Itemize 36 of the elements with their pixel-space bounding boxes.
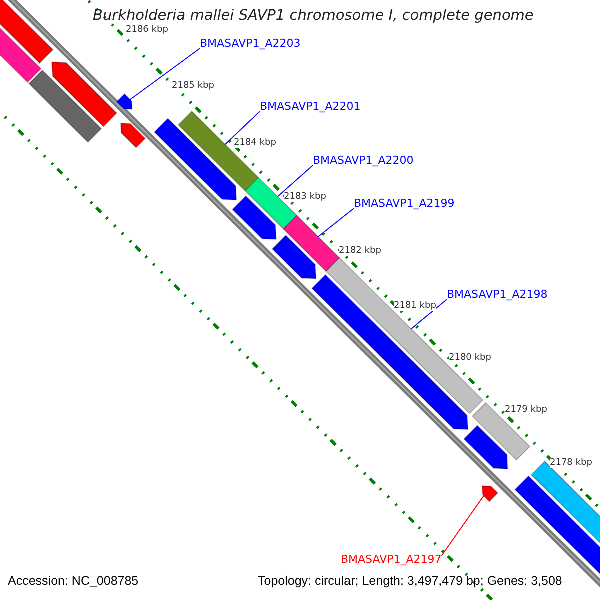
- scale-label: 2179 kbp: [505, 405, 548, 416]
- gene-feature: [116, 93, 133, 110]
- info-text: Accession: NC_008785: [8, 574, 139, 588]
- leader-line: [318, 208, 354, 238]
- scale-label: 2185 kbp: [172, 81, 214, 92]
- gene-feature: [28, 70, 102, 144]
- gene-label: BMASAVP1_A2198: [447, 289, 548, 302]
- leader-line: [441, 496, 484, 556]
- leader-line: [277, 165, 314, 198]
- gene-feature: [52, 62, 118, 128]
- gene-feature: [472, 402, 531, 461]
- scale-label: 2182 kbp: [339, 246, 382, 256]
- gene-feature: [283, 215, 340, 272]
- scale-label: 2186 kbp: [126, 25, 168, 36]
- gene-feature: [120, 122, 146, 148]
- gene-feature: [232, 196, 277, 240]
- gene-feature: [178, 110, 260, 192]
- gene-label: BMASAVP1_A2201: [260, 101, 361, 114]
- leader-line: [224, 111, 260, 146]
- gene-label: BMASAVP1_A2200: [313, 155, 414, 168]
- gene-feature: [464, 425, 508, 470]
- scale-label: 2180 kbp: [449, 353, 492, 364]
- leader-line: [410, 299, 448, 330]
- leader-line: [130, 48, 200, 100]
- gene-label: BMASAVP1_A2203: [200, 38, 301, 51]
- title: Burkholderia mallei SAVP1 chromosome I, complete genome: [93, 8, 534, 25]
- gene-feature: [272, 234, 317, 280]
- scale-label: 2181 kbp: [394, 301, 436, 312]
- scale-label: 2178 kbp: [550, 458, 592, 468]
- scale-label: 2183 kbp: [284, 192, 326, 202]
- scale-label: 2184 kbp: [234, 138, 276, 148]
- gene-feature: [0, 0, 54, 64]
- gene-feature: [482, 486, 499, 502]
- info-text: Topology: circular; Length: 3,497,479 bp; Genes: 3,508: [258, 574, 562, 588]
- gene-label: BMASAVP1_A2199: [354, 198, 455, 211]
- gene-label: BMASAVP1_A2197: [341, 554, 442, 567]
